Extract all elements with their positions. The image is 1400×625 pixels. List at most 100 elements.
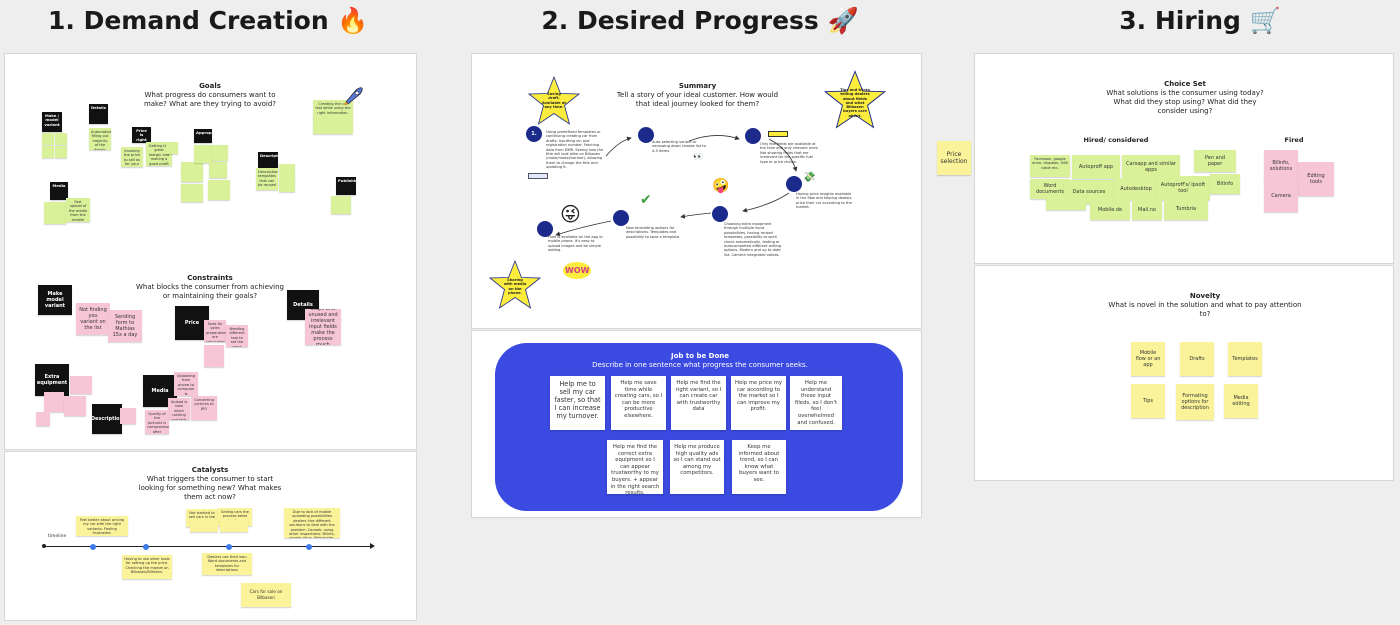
goal-note[interactable] xyxy=(55,146,67,158)
hired-note[interactable]: Carsapp and similar apps xyxy=(1122,155,1180,179)
constraint-note-not-finding[interactable]: Not finding you variant on the list xyxy=(76,303,110,335)
constraint-note[interactable] xyxy=(70,376,92,394)
note-price-selection[interactable]: Price selection xyxy=(937,141,971,175)
novelty-subtitle: What is novel in the solution and what t… xyxy=(1108,301,1302,318)
goal-note-publishing[interactable]: Publishing xyxy=(336,177,356,195)
goal-note-price[interactable]: Price is right xyxy=(132,127,151,143)
goal-note-automatically[interactable]: Automatically filling out majority of th… xyxy=(89,128,111,150)
goal-note[interactable] xyxy=(181,184,203,202)
goal-note[interactable] xyxy=(279,164,295,180)
constraint-note-price[interactable]: Price xyxy=(175,306,209,340)
constraint-note-needing-tool[interactable]: Needing different tool to set the price xyxy=(226,325,248,347)
catalyst-note-dealers[interactable]: Dealers use their own Word documents and… xyxy=(202,553,252,575)
jtbd-note[interactable]: Help me understand these input fileds, s… xyxy=(790,376,842,430)
hired-note[interactable]: Facebook, google drive, dropbox, USB cab… xyxy=(1030,155,1070,177)
constraint-note-make-model[interactable]: Make model variant xyxy=(38,285,72,315)
journey-step-4[interactable] xyxy=(786,176,802,192)
novelty-note[interactable]: Media editing xyxy=(1224,384,1258,418)
hired-note[interactable]: Word documents xyxy=(1030,179,1070,199)
catalyst-note-feel-better[interactable]: Feel better about pricing my car with th… xyxy=(76,516,128,536)
goal-note-fast-upload[interactable]: Fast upload of the media from the mobile xyxy=(66,198,90,222)
goal-note-desc-templates[interactable]: Description templates that can be reused xyxy=(256,168,278,190)
goal-note[interactable] xyxy=(181,162,203,182)
journey-step-3[interactable] xyxy=(745,128,761,144)
goal-note[interactable] xyxy=(212,145,228,161)
constraint-note-media[interactable]: Media xyxy=(143,375,177,407)
constraint-note[interactable] xyxy=(64,396,86,416)
hired-note[interactable]: Tumbria xyxy=(1164,198,1208,220)
goal-note[interactable] xyxy=(209,162,227,178)
constraint-note-converting[interactable]: Converting pictures to JPG xyxy=(191,396,217,420)
star-tips[interactable]: Tips and tricks telling dealers about fi… xyxy=(823,70,887,130)
constraint-note-extra-equipment[interactable]: Extra equipment xyxy=(35,364,69,396)
journey-step-2[interactable] xyxy=(638,127,654,143)
goal-note-make-model[interactable]: Make / model variant xyxy=(42,112,62,132)
constraint-note-upload-slow[interactable]: Upload is slow when ranking and fails xyxy=(168,398,190,420)
constraint-note[interactable] xyxy=(44,392,64,412)
novelty-note[interactable]: Mobile flow or an app xyxy=(1131,342,1165,376)
goal-note[interactable] xyxy=(166,142,178,154)
journey-step-7[interactable] xyxy=(537,221,553,237)
hired-note[interactable]: Bitinfo xyxy=(1210,174,1240,194)
catalyst-note-cars-for-sale[interactable]: Cars for sale on Bilbasen xyxy=(241,583,291,607)
goal-note-details[interactable]: Details xyxy=(89,104,108,124)
jtbd-note[interactable]: Keep me informed about trend, so I can k… xyxy=(732,440,786,494)
hired-note[interactable]: Pen and paper xyxy=(1194,150,1236,172)
star-saving-draft[interactable]: Saving draft. Available at any time. xyxy=(527,75,581,126)
jtbd-note[interactable]: Help me save time while creating cars, s… xyxy=(611,376,666,430)
goal-note-knowing-price[interactable]: Knowing the price to sell as for your ve… xyxy=(121,147,143,167)
constraint-note-description[interactable]: Description xyxy=(92,404,122,434)
goal-note[interactable] xyxy=(279,178,295,192)
goal-note[interactable] xyxy=(42,133,54,145)
hired-note[interactable]: Autoproff app xyxy=(1072,155,1120,179)
constraint-note-quality[interactable]: Quality of the pictures is compromised a… xyxy=(145,410,169,434)
novelty-note[interactable]: Drafts xyxy=(1180,342,1214,376)
constraint-note[interactable] xyxy=(204,345,224,367)
catalyst-note-having-to-use[interactable]: Having to use other tools for setting up… xyxy=(122,555,172,579)
novelty-note[interactable]: Templates xyxy=(1228,342,1262,376)
jtbd-note[interactable]: Help me find the correct extra equipment… xyxy=(607,440,663,496)
novelty-note[interactable]: Formating options for description xyxy=(1176,384,1214,420)
fired-note[interactable]: Editing tools xyxy=(1298,162,1334,196)
jtbd-note[interactable]: Help me to sell my car faster, so that I… xyxy=(550,376,605,430)
constraint-note-uploading-phone[interactable]: Uploading from phone to computer is anno… xyxy=(174,372,198,396)
hired-note[interactable]: Mobile.de xyxy=(1090,200,1130,220)
catalyst-note[interactable] xyxy=(190,520,218,532)
journey-step-1[interactable]: 1. xyxy=(526,126,542,142)
goal-note-appropriate[interactable]: Appropriate xyxy=(194,129,212,143)
goal-note[interactable] xyxy=(331,196,351,214)
timeline-point[interactable] xyxy=(143,544,149,550)
goal-note-creating-car[interactable]: Creating the car fast while using the ri… xyxy=(313,100,353,134)
star-sharing[interactable]: Sharing with media on the phone. xyxy=(488,259,542,310)
hired-note[interactable]: Autodesktop xyxy=(1114,178,1158,200)
constraint-note-sending-form[interactable]: Sending form to Mathias 15x a day xyxy=(108,310,142,342)
goal-note-description[interactable]: Description xyxy=(258,152,278,168)
constraint-note[interactable] xyxy=(120,408,136,424)
goal-note[interactable] xyxy=(42,146,54,158)
fired-note[interactable]: Bilinfo, solutions xyxy=(1264,150,1298,182)
jtbd-note[interactable]: Help me find the right variant, so I can… xyxy=(671,376,726,430)
hired-note[interactable] xyxy=(1046,196,1086,210)
catalyst-note[interactable] xyxy=(220,520,248,532)
timeline-point[interactable] xyxy=(306,544,312,550)
goal-note-getting-margin[interactable]: Getting the great margin and making a go… xyxy=(146,142,172,166)
timeline-point[interactable] xyxy=(226,544,232,550)
hired-note[interactable]: Mail.no xyxy=(1132,200,1162,220)
constraint-note-too-many[interactable]: Too many steps and unused and irrelevant… xyxy=(305,309,341,345)
timeline-point[interactable] xyxy=(90,544,96,550)
catalyst-note-due-to-lack[interactable]: Due to lack of mobile uploading possibil… xyxy=(284,508,340,538)
novelty-note[interactable]: Tips xyxy=(1131,384,1165,418)
goal-note-media[interactable]: Media xyxy=(50,182,68,200)
goal-note[interactable] xyxy=(208,180,230,200)
fired-note[interactable]: Camera xyxy=(1264,180,1298,212)
goal-note[interactable] xyxy=(194,145,212,163)
journey-step-6[interactable] xyxy=(613,210,629,226)
goal-note[interactable] xyxy=(55,133,67,145)
constraint-note-tools[interactable]: Tools for sales preparation are calculat… xyxy=(204,320,226,342)
constraint-note[interactable] xyxy=(36,412,50,426)
hired-note[interactable]: Autoproff's/ Ipsoft tool xyxy=(1156,176,1210,200)
goal-note[interactable] xyxy=(44,202,66,224)
jtbd-note[interactable]: Help me price my car according to the ma… xyxy=(731,376,786,430)
journey-step-5[interactable] xyxy=(712,206,728,222)
jtbd-note[interactable]: Help me produce high quality ads so I ca… xyxy=(670,440,724,494)
